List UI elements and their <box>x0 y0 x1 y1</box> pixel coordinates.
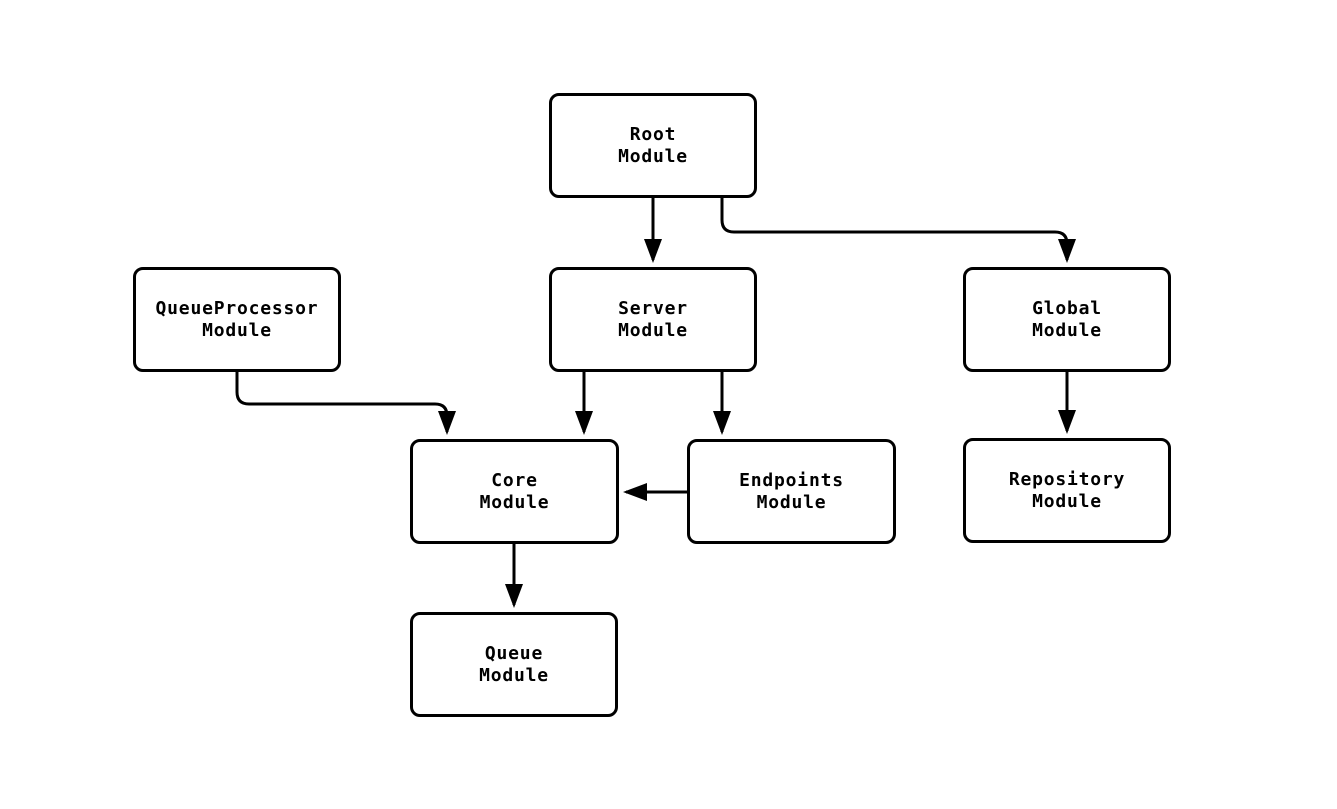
node-repository-module: Repository Module <box>963 438 1171 543</box>
node-endpoints-module: Endpoints Module <box>687 439 896 544</box>
node-queue-module: Queue Module <box>410 612 618 717</box>
node-global-module: Global Module <box>963 267 1171 372</box>
node-server-module: Server Module <box>549 267 757 372</box>
node-root-module: Root Module <box>549 93 757 198</box>
node-queue-module-label: Queue Module <box>479 642 549 686</box>
node-endpoints-module-label: Endpoints Module <box>739 469 844 513</box>
node-global-module-label: Global Module <box>1032 297 1102 341</box>
node-server-module-label: Server Module <box>618 297 688 341</box>
edge-root-to-global-arrow <box>720 197 1076 263</box>
node-core-module-label: Core Module <box>479 469 550 513</box>
edge-queueprocessor-to-core-arrow <box>235 372 456 435</box>
node-queueprocessor-module-label: QueueProcessor Module <box>155 297 319 341</box>
node-repository-module-label: Repository Module <box>1008 468 1126 512</box>
node-core-module: Core Module <box>410 439 619 544</box>
node-root-module-label: Root Module <box>618 123 688 167</box>
node-queueprocessor-module: QueueProcessor Module <box>133 267 341 372</box>
